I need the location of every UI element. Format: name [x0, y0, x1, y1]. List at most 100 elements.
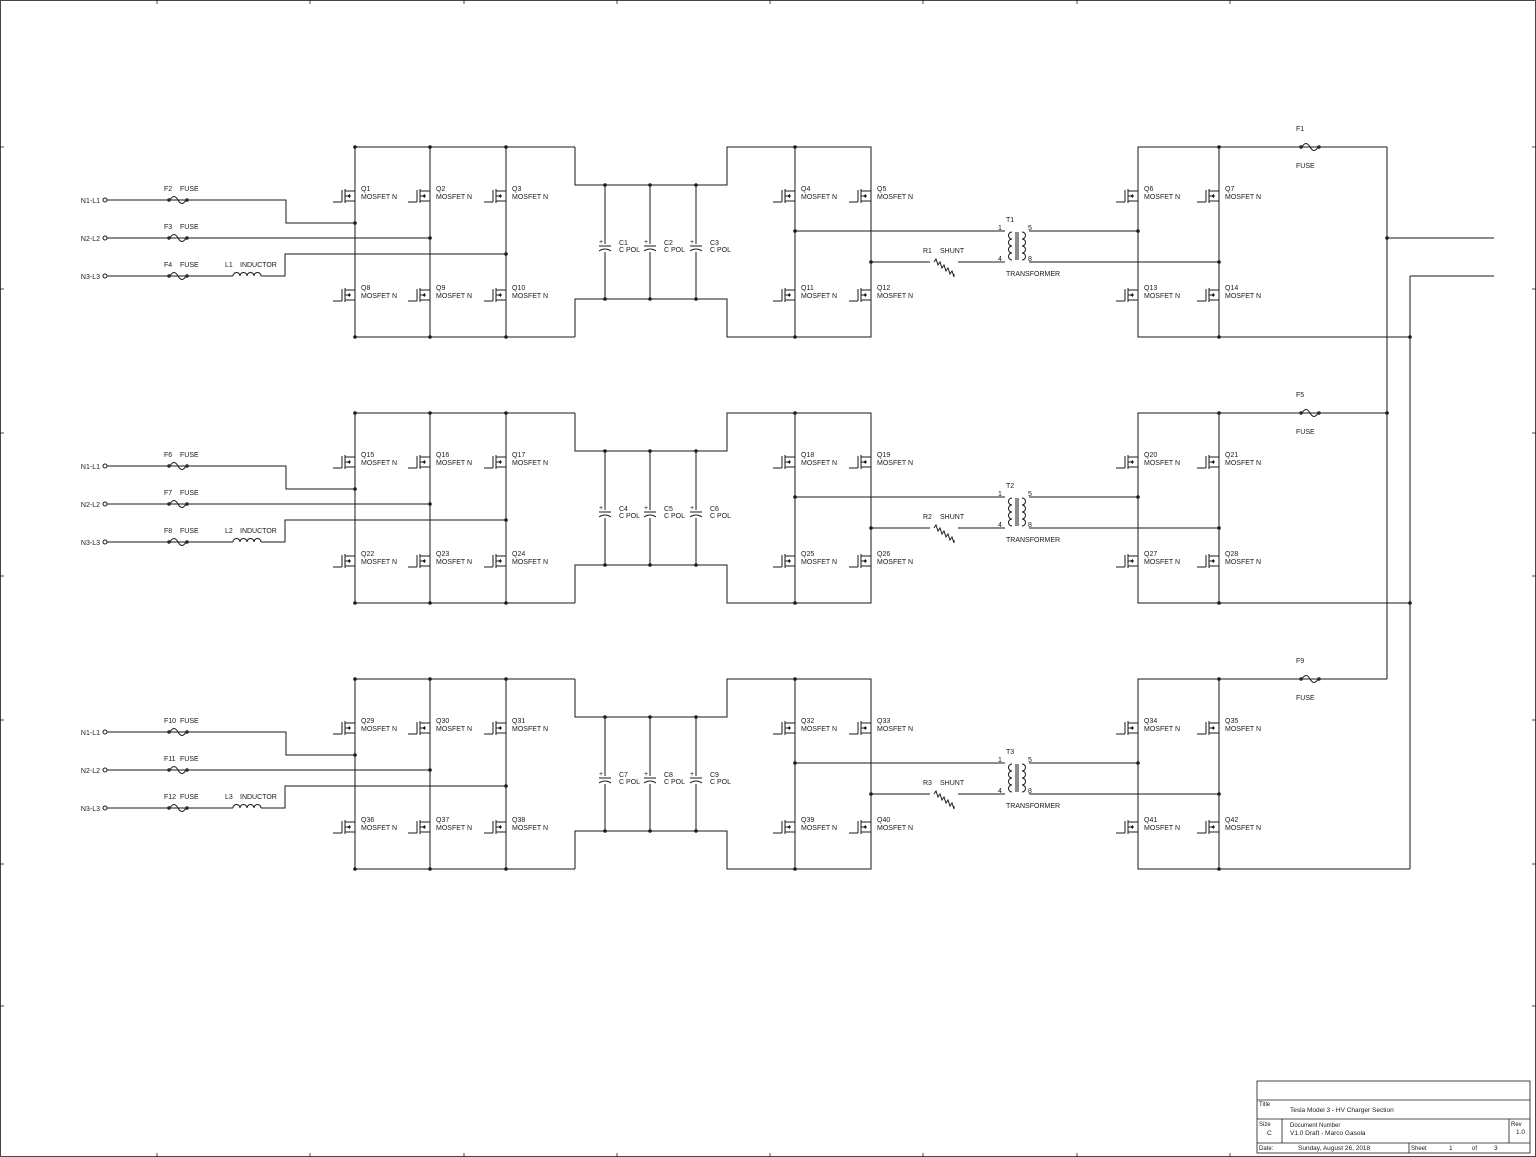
input-terminal [102, 273, 108, 279]
capacitor-ref: C8 [664, 772, 673, 779]
mosfet-type: MOSFET N [436, 293, 472, 300]
date-value: Sunday, August 26, 2018 [1298, 1145, 1371, 1152]
mosfet-q12 [849, 288, 871, 302]
fuse-type: FUSE [180, 528, 199, 535]
inductor-ref: L2 [225, 528, 233, 535]
input-terminal [102, 501, 108, 507]
fuse-f10-symbol [169, 728, 187, 736]
mosfet-type: MOSFET N [801, 825, 837, 832]
fuse-type: FUSE [180, 794, 199, 801]
mosfet-q23 [408, 554, 430, 568]
mosfet-q34 [1116, 721, 1138, 735]
mosfet-q39 [773, 820, 795, 834]
fuse-f2-symbol [169, 196, 187, 204]
mosfet-q37 [408, 820, 430, 834]
junction-dot [1385, 236, 1389, 240]
junction-dot [603, 183, 607, 187]
junction-dot [353, 411, 357, 415]
mosfet-type: MOSFET N [361, 726, 397, 733]
junction-dot [694, 183, 698, 187]
junction-dot [694, 449, 698, 453]
cap-plate-curved [598, 514, 612, 518]
mosfet-ref: Q29 [361, 718, 374, 725]
cap-plus: + [599, 505, 603, 512]
inductor-type: INDUCTOR [240, 528, 277, 535]
capacitor-type: C POL [619, 513, 640, 520]
fuse-pin [185, 502, 189, 506]
mosfet-ref: Q25 [801, 551, 814, 558]
mosfet-arrow [1211, 460, 1214, 464]
shunt-type: SHUNT [940, 780, 965, 787]
transformer-t3 [1008, 763, 1026, 793]
mosfet-arrow [347, 293, 350, 297]
junction-dot [428, 236, 432, 240]
size-label: Size [1259, 1122, 1271, 1128]
mosfet-arrow [863, 460, 866, 464]
junction-dot [1217, 145, 1221, 149]
mosfet-ref: Q18 [801, 452, 814, 459]
fuse-ref: F2 [164, 186, 172, 193]
transformer-pin: 4 [998, 788, 1002, 795]
fuse-type: FUSE [180, 262, 199, 269]
output-fuse-ref: F1 [1296, 126, 1304, 133]
mosfet-ref: Q30 [436, 718, 449, 725]
fuse-ref: F6 [164, 452, 172, 459]
capacitor-ref: C2 [664, 240, 673, 247]
mosfet-type: MOSFET N [1144, 825, 1180, 832]
input-net-label: N1-L1 [81, 198, 100, 205]
junction-dot [353, 867, 357, 871]
mosfet-type: MOSFET N [512, 559, 548, 566]
mosfet-ref: Q38 [512, 817, 525, 824]
mosfet-ref: Q6 [1144, 186, 1153, 193]
inductor-ref: L3 [225, 794, 233, 801]
junction-dot [694, 297, 698, 301]
capacitor-ref: C3 [710, 240, 719, 247]
input-terminal [102, 235, 108, 241]
input-terminal [102, 197, 108, 203]
capacitor-type: C POL [664, 513, 685, 520]
mosfet-q22 [333, 554, 355, 568]
junction-dot [603, 829, 607, 833]
mosfet-arrow [1130, 460, 1133, 464]
junction-dot [353, 487, 357, 491]
of-label: of [1472, 1146, 1477, 1152]
mosfet-q16 [408, 455, 430, 469]
sheet-value: 1 [1449, 1145, 1453, 1152]
wire [1137, 678, 1410, 870]
mosfet-type: MOSFET N [1225, 559, 1261, 566]
fuse-pin [167, 198, 171, 202]
wire [261, 519, 506, 543]
junction-dot [793, 867, 797, 871]
mosfet-arrow [1211, 293, 1214, 297]
output-fuse-type: FUSE [1296, 163, 1315, 170]
mosfet-arrow [347, 726, 350, 730]
cap-plate-curved [598, 248, 612, 252]
transformer-secondary [1021, 497, 1026, 527]
mosfet-type: MOSFET N [801, 559, 837, 566]
mosfet-arrow [863, 559, 866, 563]
fuse-pin [167, 540, 171, 544]
fuse-pin [1317, 411, 1321, 415]
mosfet-type: MOSFET N [361, 194, 397, 201]
mosfet-q9 [408, 288, 430, 302]
fuse-ref: F12 [164, 794, 176, 801]
junction-dot [793, 761, 797, 765]
inductor-l2-symbol [232, 538, 262, 543]
transformer-pin: 8 [1028, 522, 1032, 529]
mosfet-ref: Q19 [877, 452, 890, 459]
mosfet-ref: Q27 [1144, 551, 1157, 558]
fuse-pin [185, 768, 189, 772]
mosfet-q7 [1197, 189, 1219, 203]
wire [1137, 412, 1410, 604]
transformer-pin: 4 [998, 256, 1002, 263]
fuse-pin [1299, 677, 1303, 681]
transformer-pin: 1 [998, 757, 1002, 764]
junction-dot [603, 449, 607, 453]
mosfet-q42 [1197, 820, 1219, 834]
fuse-f11-symbol [169, 766, 187, 774]
fuse-pin [185, 730, 189, 734]
output-fuse-type: FUSE [1296, 429, 1315, 436]
shunt-ref: R1 [923, 248, 932, 255]
mosfet-type: MOSFET N [1144, 194, 1180, 201]
